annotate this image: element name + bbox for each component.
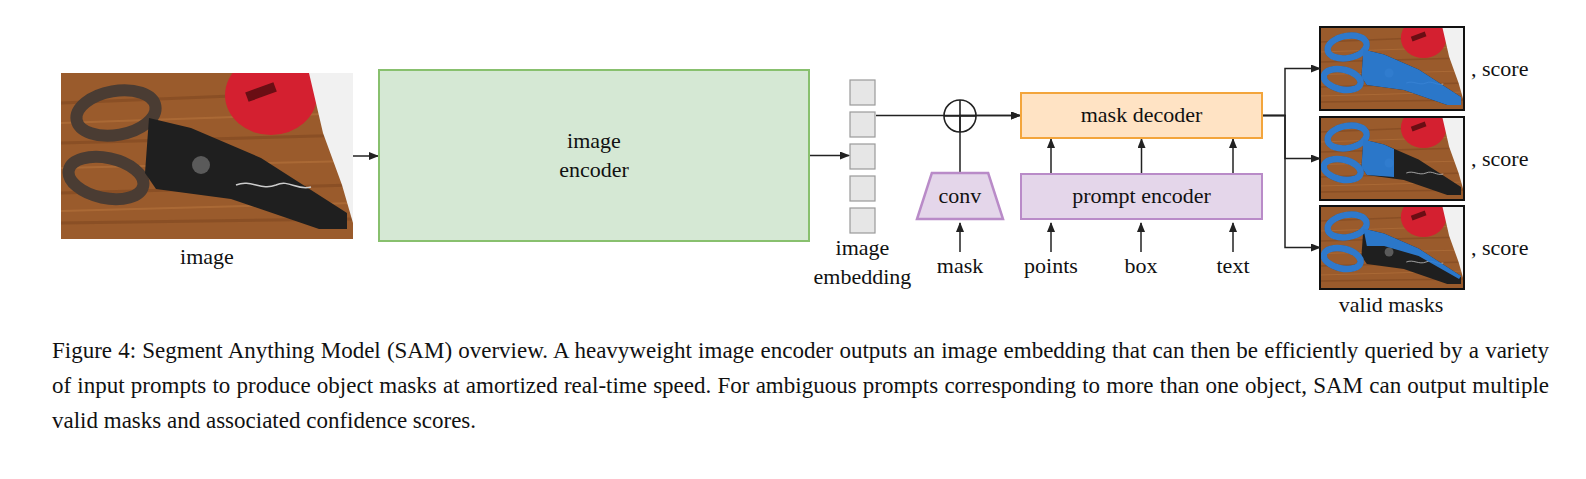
input-label: points [1024,253,1078,279]
mask-output: , score [1320,206,1464,289]
node-caption: image [147,243,267,272]
flow-arrow [1232,139,1234,173]
mask-output-photo [1320,18,1464,289]
node-caption: image embedding [803,234,923,291]
flow-arrow [1263,69,1320,116]
node-caption: , score [1471,144,1528,173]
input-leader [960,223,1233,252]
input-label: mask [937,253,983,279]
flow-arrow [1263,116,1320,248]
flow-arrow [1141,139,1143,173]
node-label: image encoder [539,127,649,184]
flow-arrow [960,116,1020,173]
embedding-node: image embedding [849,80,876,233]
input-label: text [1217,253,1250,279]
decoder-box: mask decoder [1020,92,1263,139]
node-label: conv [939,182,982,211]
flow-arrow [1263,116,1320,159]
group-label: valid masks [1339,292,1444,318]
encoder-box: image encoder [378,69,810,242]
node-label: mask decoder [1081,101,1203,130]
input-photo [61,55,353,239]
figure-caption: Figure 4: Segment Anything Model (SAM) o… [52,333,1549,438]
mask-output: , score [1320,27,1464,110]
flow-arrow [353,155,378,157]
conv-trapezoid: conv [916,172,1004,220]
flow-arrow [1050,139,1052,173]
input-label: box [1125,253,1158,279]
prompt-encoder-box: prompt encoder [1020,173,1263,220]
node-label: prompt encoder [1072,182,1211,211]
input-image: image [61,73,353,239]
node-caption: , score [1471,233,1528,262]
embedding-stack [850,80,875,233]
mask-output: , score [1320,117,1464,200]
node-caption: , score [1471,54,1528,83]
flow-arrow [810,155,849,157]
